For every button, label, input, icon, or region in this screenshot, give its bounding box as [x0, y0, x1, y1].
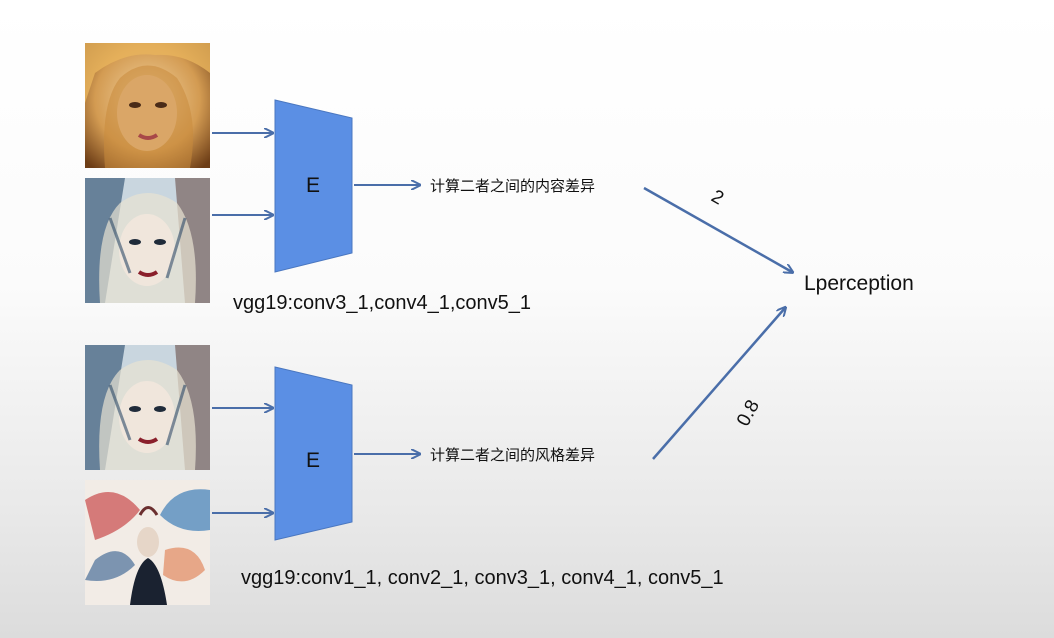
content-image [85, 43, 210, 168]
arrow-style-diff-to-loss [652, 308, 785, 460]
content-difference-label: 计算二者之间的内容差异 [430, 177, 596, 195]
arrow-content-diff-to-loss [643, 186, 792, 272]
encoder-1-shape [274, 99, 353, 273]
style-difference-label: 计算二者之间的风格差异 [430, 446, 596, 464]
style-image [85, 480, 210, 605]
stylized-image-1 [85, 178, 210, 303]
encoder-2-layers: vgg19:conv1_1, conv2_1, conv3_1, conv4_1… [241, 567, 724, 589]
encoder-2-shape [274, 366, 353, 541]
encoder-1-label: E [306, 174, 321, 197]
encoder-2-label: E [306, 449, 321, 472]
loss-label: Lperception [804, 272, 914, 295]
stylized-image-2 [85, 345, 210, 470]
encoder-1-layers: vgg19:conv3_1,conv4_1,conv5_1 [233, 292, 532, 314]
